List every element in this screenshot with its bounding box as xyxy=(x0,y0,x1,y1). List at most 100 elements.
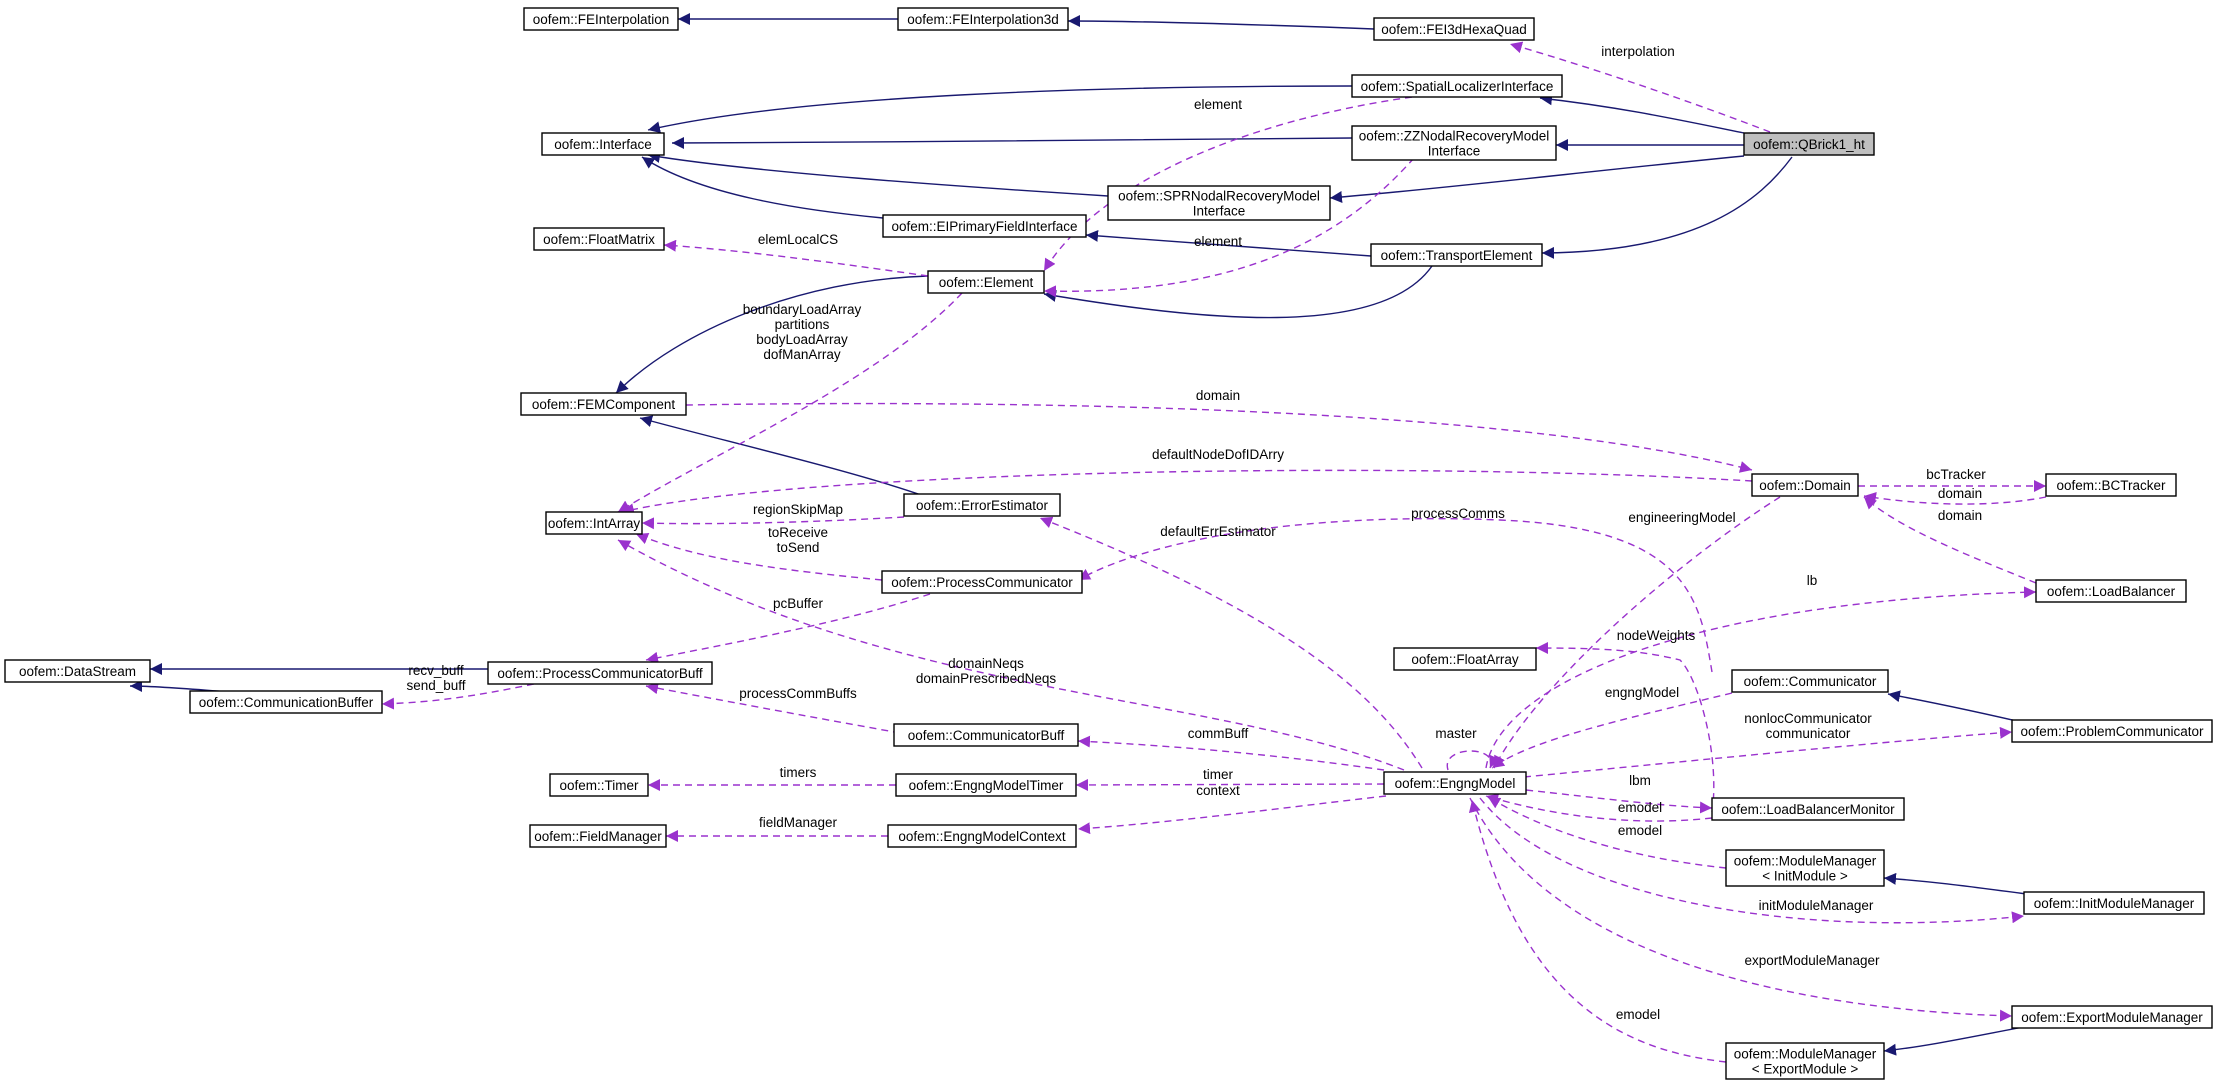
use-edge-commbuff xyxy=(1077,735,1385,771)
class-node-box xyxy=(903,493,1061,517)
edge-label-recv-buff: send_buff xyxy=(406,678,465,693)
edge-label-element-arrays: boundaryLoadArray xyxy=(743,302,862,317)
edge-label-element-arrays: partitions xyxy=(775,317,830,332)
class-node-export-module-manager[interactable]: oofem::ExportModuleManager xyxy=(2011,1005,2213,1029)
class-node-interface[interactable]: oofem::Interface xyxy=(541,132,665,156)
class-node-transport-element[interactable]: oofem::TransportElement xyxy=(1370,243,1543,267)
use-edge-exportmodulemanager xyxy=(1469,797,2013,1022)
class-node-float-matrix[interactable]: oofem::FloatMatrix xyxy=(533,227,665,251)
use-edge-domain-bc xyxy=(1863,491,2047,505)
edge-label-process-comms: processComms xyxy=(1411,506,1505,521)
inherit-edge-element-to-femcomponent xyxy=(615,275,929,394)
class-node-init-module-manager[interactable]: oofem::InitModuleManager xyxy=(2023,891,2205,915)
class-node-box xyxy=(523,7,679,31)
class-node-timer[interactable]: oofem::Timer xyxy=(549,773,649,797)
class-node-box xyxy=(487,661,713,685)
inherit-edge-errorestimator-to-femcomponent xyxy=(639,415,925,497)
class-node-spatial-localizer-interface[interactable]: oofem::SpatialLocalizerInterface xyxy=(1351,74,1563,98)
class-node-field-manager[interactable]: oofem::FieldManager xyxy=(529,824,667,848)
class-node-process-communicator-buff[interactable]: oofem::ProcessCommunicatorBuff xyxy=(487,661,713,685)
class-node-feinterpolation[interactable]: oofem::FEInterpolation xyxy=(523,7,679,31)
class-node-communicator[interactable]: oofem::Communicator xyxy=(1731,669,1889,693)
class-node-box xyxy=(189,690,383,714)
class-node-process-communicator[interactable]: oofem::ProcessCommunicator xyxy=(881,570,1083,594)
class-node-element[interactable]: oofem::Element xyxy=(927,270,1045,294)
edge-label-context: context xyxy=(1196,783,1240,798)
class-node-box xyxy=(887,824,1077,848)
use-edge-interpolation xyxy=(1509,41,1771,133)
class-node-box xyxy=(541,132,665,156)
class-node-box xyxy=(2011,1005,2213,1029)
class-node-box xyxy=(1373,17,1535,41)
class-node-box xyxy=(1393,647,1537,671)
edge-label-interpolation: interpolation xyxy=(1601,44,1675,59)
inherit-edge-qbrick-to-spr xyxy=(1329,155,1745,203)
class-node-load-balancer-monitor[interactable]: oofem::LoadBalancerMonitor xyxy=(1711,797,1905,821)
use-edge-context xyxy=(1077,795,1387,835)
class-node-domain[interactable]: oofem::Domain xyxy=(1751,473,1859,497)
class-node-label: oofem::SpatialLocalizerInterface xyxy=(1361,79,1554,94)
class-node-qbrick1-ht[interactable]: oofem::QBrick1_ht xyxy=(1743,132,1875,156)
class-node-femcomponent[interactable]: oofem::FEMComponent xyxy=(520,392,687,416)
edge-label-init-module-manager: initModuleManager xyxy=(1759,898,1874,913)
class-node-fei3d-hexa-quad[interactable]: oofem::FEI3dHexaQuad xyxy=(1373,17,1535,41)
class-node-box xyxy=(549,773,649,797)
class-node-label: oofem::ProblemCommunicator xyxy=(2020,724,2204,739)
class-node-box xyxy=(1725,849,1885,887)
class-node-feinterpolation3d[interactable]: oofem::FEInterpolation3d xyxy=(897,7,1069,31)
edge-label-pc-buffer: pcBuffer xyxy=(773,596,824,611)
use-edge-emodel-export xyxy=(1468,799,1727,1063)
class-node-box xyxy=(1751,473,1859,497)
edge-label-node-weights: nodeWeights xyxy=(1617,628,1696,643)
inherit-edge-qbrick-to-spatial xyxy=(1539,93,1745,134)
class-node-communication-buffer[interactable]: oofem::CommunicationBuffer xyxy=(189,690,383,714)
class-node-data-stream[interactable]: oofem::DataStream xyxy=(4,659,151,683)
use-edge-processcomms xyxy=(1077,517,1713,673)
class-node-label: oofem::FieldManager xyxy=(534,829,662,844)
inherit-edge-eiprimary-to-interface xyxy=(641,156,884,219)
edge-label-domain-bc: domain xyxy=(1938,486,1982,501)
use-edge-element-arrays xyxy=(617,292,963,513)
use-edge-domain xyxy=(685,402,1753,473)
class-node-communicator-buff[interactable]: oofem::CommunicatorBuff xyxy=(893,723,1079,747)
class-node-label: oofem::SPRNodalRecoveryModel xyxy=(1118,189,1320,204)
class-node-label: < ExportModule > xyxy=(1752,1062,1859,1077)
edge-label-to-receive: toReceive xyxy=(768,525,828,540)
class-node-label: oofem::LoadBalancerMonitor xyxy=(1721,802,1895,817)
class-node-engng-model-context[interactable]: oofem::EngngModelContext xyxy=(887,824,1077,848)
class-node-bctracker[interactable]: oofem::BCTracker xyxy=(2045,473,2177,497)
class-node-label: oofem::FEMComponent xyxy=(532,397,676,412)
class-node-problem-communicator[interactable]: oofem::ProblemCommunicator xyxy=(2011,719,2213,743)
class-node-label: oofem::ZZNodalRecoveryModel xyxy=(1359,129,1550,144)
use-edge-element-zz xyxy=(1043,157,1415,298)
class-node-box xyxy=(895,773,1077,797)
class-node-label: oofem::FloatMatrix xyxy=(543,232,655,247)
class-node-label: oofem::Domain xyxy=(1759,478,1851,493)
class-node-eiprimary-field-interface[interactable]: oofem::EIPrimaryFieldInterface xyxy=(882,214,1087,238)
use-edge-engineeringmodel xyxy=(1493,496,1781,769)
class-node-box xyxy=(893,723,1079,747)
edge-label-domain-neqs: domainPrescribedNeqs xyxy=(916,671,1057,686)
edge-label-emodel-init: emodel xyxy=(1618,823,1662,838)
class-node-float-array[interactable]: oofem::FloatArray xyxy=(1393,647,1537,671)
class-node-engng-model-timer[interactable]: oofem::EngngModelTimer xyxy=(895,773,1077,797)
use-edge-elemlocalcs xyxy=(663,239,929,277)
use-edge-timer xyxy=(1075,778,1385,791)
class-node-label: oofem::CommunicationBuffer xyxy=(199,695,374,710)
edge-label-to-receive: toSend xyxy=(777,540,820,555)
class-node-load-balancer[interactable]: oofem::LoadBalancer xyxy=(2035,579,2187,603)
use-edge-emodel-init xyxy=(1487,796,1727,869)
class-node-error-estimator[interactable]: oofem::ErrorEstimator xyxy=(903,493,1061,517)
use-edge-processcommbuffs xyxy=(645,682,901,734)
class-node-box xyxy=(1383,771,1527,795)
class-node-label: oofem::Communicator xyxy=(1744,674,1877,689)
class-node-engng-model[interactable]: oofem::EngngModel xyxy=(1383,771,1527,795)
class-node-int-array[interactable]: oofem::IntArray xyxy=(545,511,643,535)
class-node-box xyxy=(2035,579,2187,603)
class-node-module-manager-init[interactable]: oofem::ModuleManager< InitModule > xyxy=(1725,849,1885,887)
class-node-label: oofem::BCTracker xyxy=(2056,478,2166,493)
class-node-label: oofem::ExportModuleManager xyxy=(2021,1010,2203,1025)
class-node-module-manager-export[interactable]: oofem::ModuleManager< ExportModule > xyxy=(1725,1042,1885,1080)
